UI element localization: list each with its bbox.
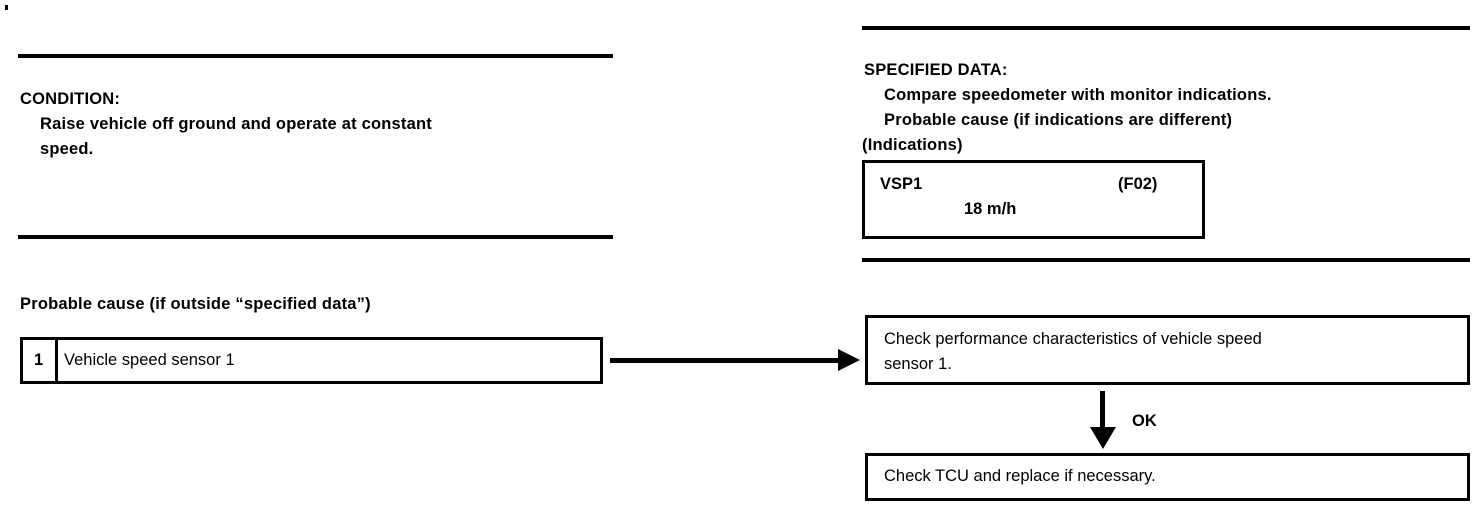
connector-ok-label: OK [1132,412,1157,430]
monitor-item-code: (F02) [1118,175,1158,193]
probable-cause-heading: Probable cause (if outside “specified da… [20,295,371,313]
probable-cause-row-text: Vehicle speed sensor 1 [64,351,235,369]
indications-label: (Indications) [862,136,963,154]
probable-cause-table [20,337,603,384]
monitor-item-value: 18 m/h [964,200,1017,218]
right-top-rule [862,26,1470,30]
left-top-rule [18,54,613,58]
monitor-item-name: VSP1 [880,175,923,193]
left-middle-rule [18,235,613,239]
probable-cause-cell-divider [55,337,58,384]
step-1-box [865,315,1470,385]
specified-data-line-1: Compare speedometer with monitor indicat… [884,86,1272,104]
step-2-box [865,453,1470,501]
vertical-connector-arrowhead [1090,427,1116,449]
condition-title: CONDITION: [20,90,121,108]
horizontal-connector-arrowhead [838,349,860,371]
vertical-connector-line [1100,391,1105,429]
step-1-line-2: sensor 1. [884,355,952,373]
condition-line-1: Raise vehicle off ground and operate at … [40,115,432,133]
horizontal-connector-line [610,358,842,363]
specified-data-title: SPECIFIED DATA: [864,61,1008,79]
step-1-line-1: Check performance characteristics of veh… [884,330,1262,348]
step-2-line-1: Check TCU and replace if necessary. [884,467,1156,485]
right-middle-rule [862,258,1470,262]
specified-data-line-2: Probable cause (if indications are diffe… [884,111,1233,129]
scan-speck [5,5,8,10]
condition-line-2: speed. [40,140,94,158]
monitor-indication-box [862,160,1205,239]
probable-cause-row-number: 1 [34,351,44,369]
